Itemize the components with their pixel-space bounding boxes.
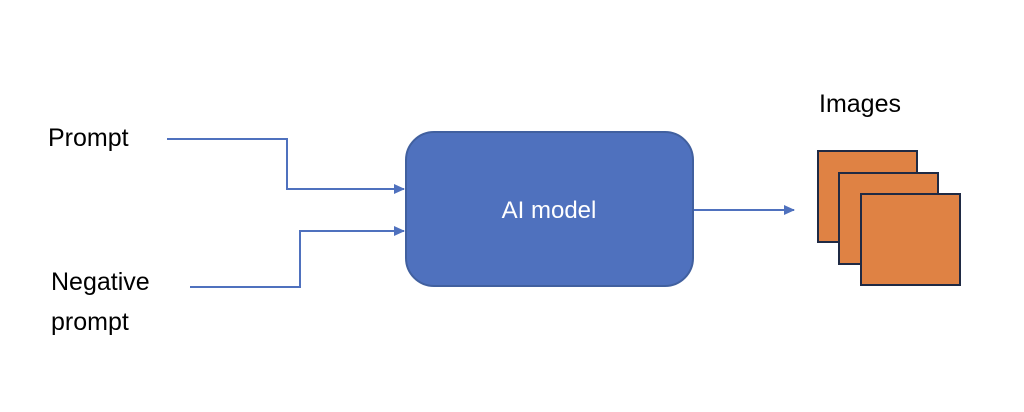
ai-model-box	[405, 131, 694, 287]
negative-prompt-label-line1: Negative	[51, 268, 150, 296]
negative-prompt-connector-arrow	[190, 226, 405, 288]
images-label: Images	[819, 90, 901, 118]
ai-model-label: AI model	[502, 197, 597, 224]
prompt-label: Prompt	[48, 124, 129, 152]
negative-prompt-label-line2: prompt	[51, 308, 129, 336]
images-stack-icon	[817, 150, 961, 286]
prompt-connector-arrow	[167, 138, 405, 194]
image-card-front	[860, 193, 961, 286]
